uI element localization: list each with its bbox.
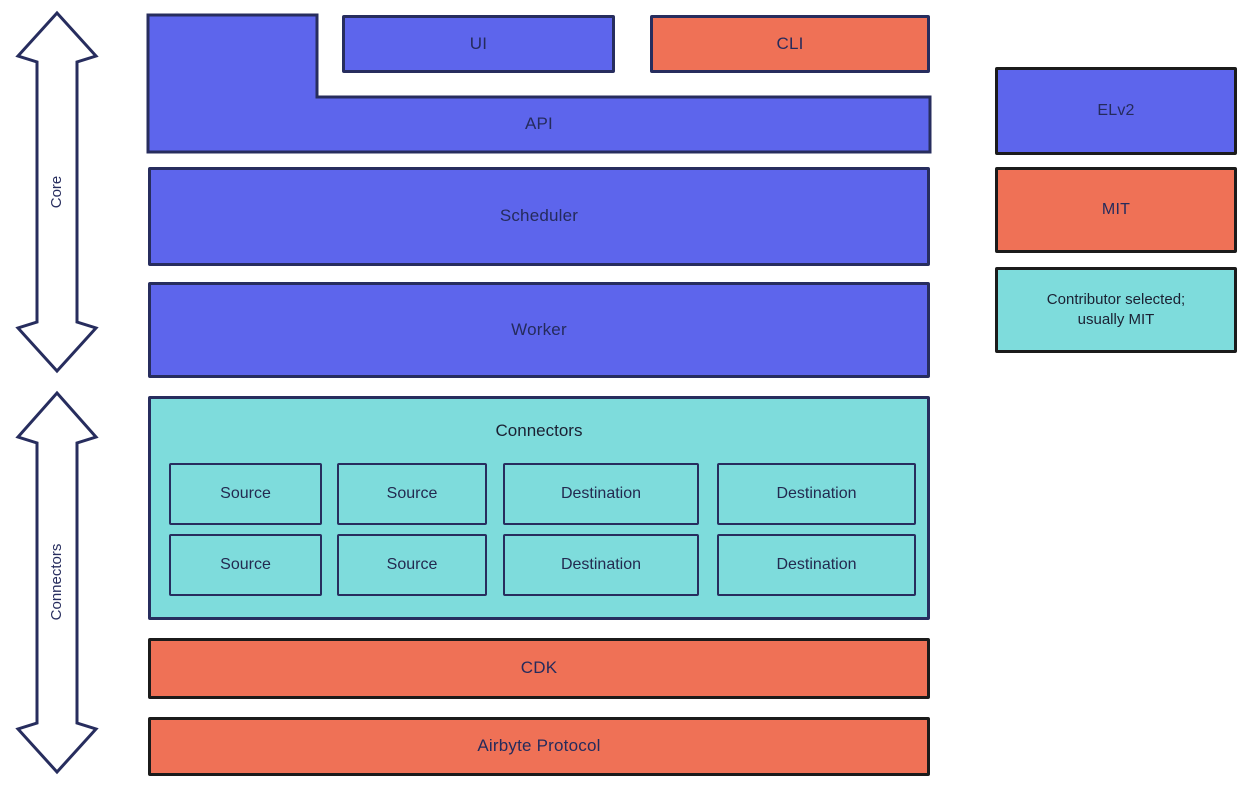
airbyte-protocol-label: Airbyte Protocol [477, 736, 601, 756]
source-cell: Source [337, 534, 487, 596]
connectors-arrow-label: Connectors [48, 543, 65, 621]
scheduler-box: Scheduler [148, 167, 930, 266]
worker-label: Worker [511, 319, 567, 339]
worker-box: Worker [148, 282, 930, 378]
connectors-box: Connectors Source Source Destination Des… [148, 396, 930, 620]
destination-cell: Destination [503, 463, 699, 525]
legend-contributor-box: Contributor selected; usually MIT [995, 267, 1237, 353]
cdk-box: CDK [148, 638, 930, 699]
destination-cell: Destination [717, 463, 916, 525]
source-cell: Source [337, 463, 487, 525]
source-cell-label: Source [220, 485, 271, 502]
source-cell-label: Source [386, 485, 438, 502]
airbyte-protocol-box: Airbyte Protocol [148, 717, 930, 776]
connectors-arrow-icon [15, 390, 99, 775]
scheduler-label: Scheduler [499, 206, 579, 226]
core-arrow-icon [15, 10, 99, 374]
source-cell: Source [169, 463, 322, 525]
destination-cell-label: Destination [560, 556, 642, 573]
destination-cell: Destination [503, 534, 699, 596]
destination-cell: Destination [717, 534, 916, 596]
source-cell-label: Source [220, 556, 271, 573]
legend-mit-box: MIT [995, 167, 1237, 253]
legend-mit-label: MIT [1101, 201, 1131, 219]
source-cell-label: Source [386, 556, 438, 573]
cli-label: CLI [776, 33, 804, 53]
source-cell: Source [169, 534, 322, 596]
core-arrow-label: Core [48, 175, 65, 209]
connectors-title: Connectors [495, 421, 583, 440]
legend-elv2-label: ELv2 [1097, 102, 1135, 120]
legend-contributor-label: Contributor selected; usually MIT [1046, 291, 1186, 328]
destination-cell-label: Destination [776, 556, 857, 573]
destination-cell-label: Destination [776, 485, 857, 502]
legend-elv2-box: ELv2 [995, 67, 1237, 155]
ui-box: UI [342, 15, 615, 73]
api-shape [146, 13, 932, 154]
cli-box: CLI [650, 15, 930, 73]
ui-label: UI [469, 33, 488, 53]
destination-cell-label: Destination [560, 485, 642, 502]
cdk-label: CDK [520, 658, 558, 678]
